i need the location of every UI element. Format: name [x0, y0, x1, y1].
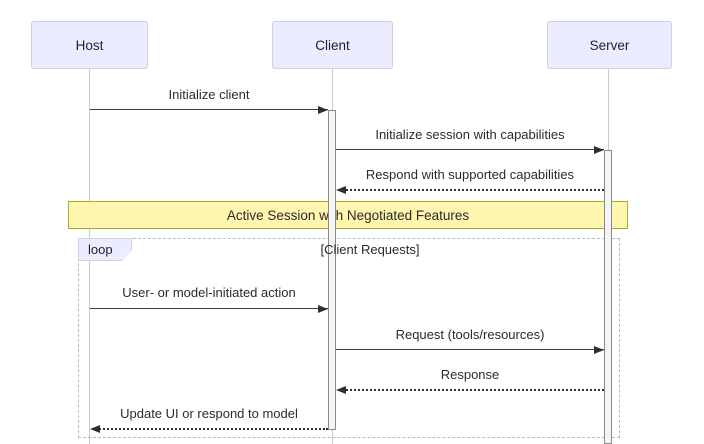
arrowhead-right-icon	[318, 105, 328, 114]
actor-client-label: Client	[315, 37, 350, 53]
arrowhead-left-icon	[336, 185, 346, 194]
message-label: Request (tools/resources)	[395, 327, 545, 342]
message-label: Response	[440, 367, 500, 382]
arrowhead-right-icon	[318, 304, 328, 313]
note-label: Active Session with Negotiated Features	[226, 207, 470, 223]
message-line	[90, 109, 328, 110]
message-line	[338, 189, 604, 191]
message-line	[90, 308, 328, 309]
actor-server: Server	[547, 21, 672, 69]
message-label: Update UI or respond to model	[120, 406, 298, 421]
message-line	[92, 428, 328, 430]
message-label: Respond with supported capabilities	[365, 167, 575, 182]
message-label: User- or model-initiated action	[122, 285, 296, 300]
activation-server	[604, 150, 612, 444]
activation-client	[328, 110, 336, 430]
loop-keyword-label: loop	[78, 238, 132, 261]
loop-frame	[78, 238, 620, 438]
message-line	[338, 389, 604, 391]
actor-host: Host	[31, 21, 148, 69]
actor-host-label: Host	[75, 37, 104, 53]
message-line	[336, 349, 604, 350]
note-active-session: Active Session with Negotiated Features	[68, 201, 628, 229]
loop-title: [Client Requests]	[320, 242, 420, 257]
arrowhead-right-icon	[594, 345, 604, 354]
arrowhead-left-icon	[90, 424, 100, 433]
loop-keyword-text: loop	[88, 242, 113, 257]
message-line	[336, 149, 604, 150]
arrowhead-left-icon	[336, 385, 346, 394]
message-label: Initialize session with capabilities	[375, 127, 565, 142]
actor-client: Client	[272, 21, 393, 69]
arrowhead-right-icon	[594, 145, 604, 154]
actor-server-label: Server	[589, 37, 630, 53]
message-label: Initialize client	[168, 87, 250, 102]
